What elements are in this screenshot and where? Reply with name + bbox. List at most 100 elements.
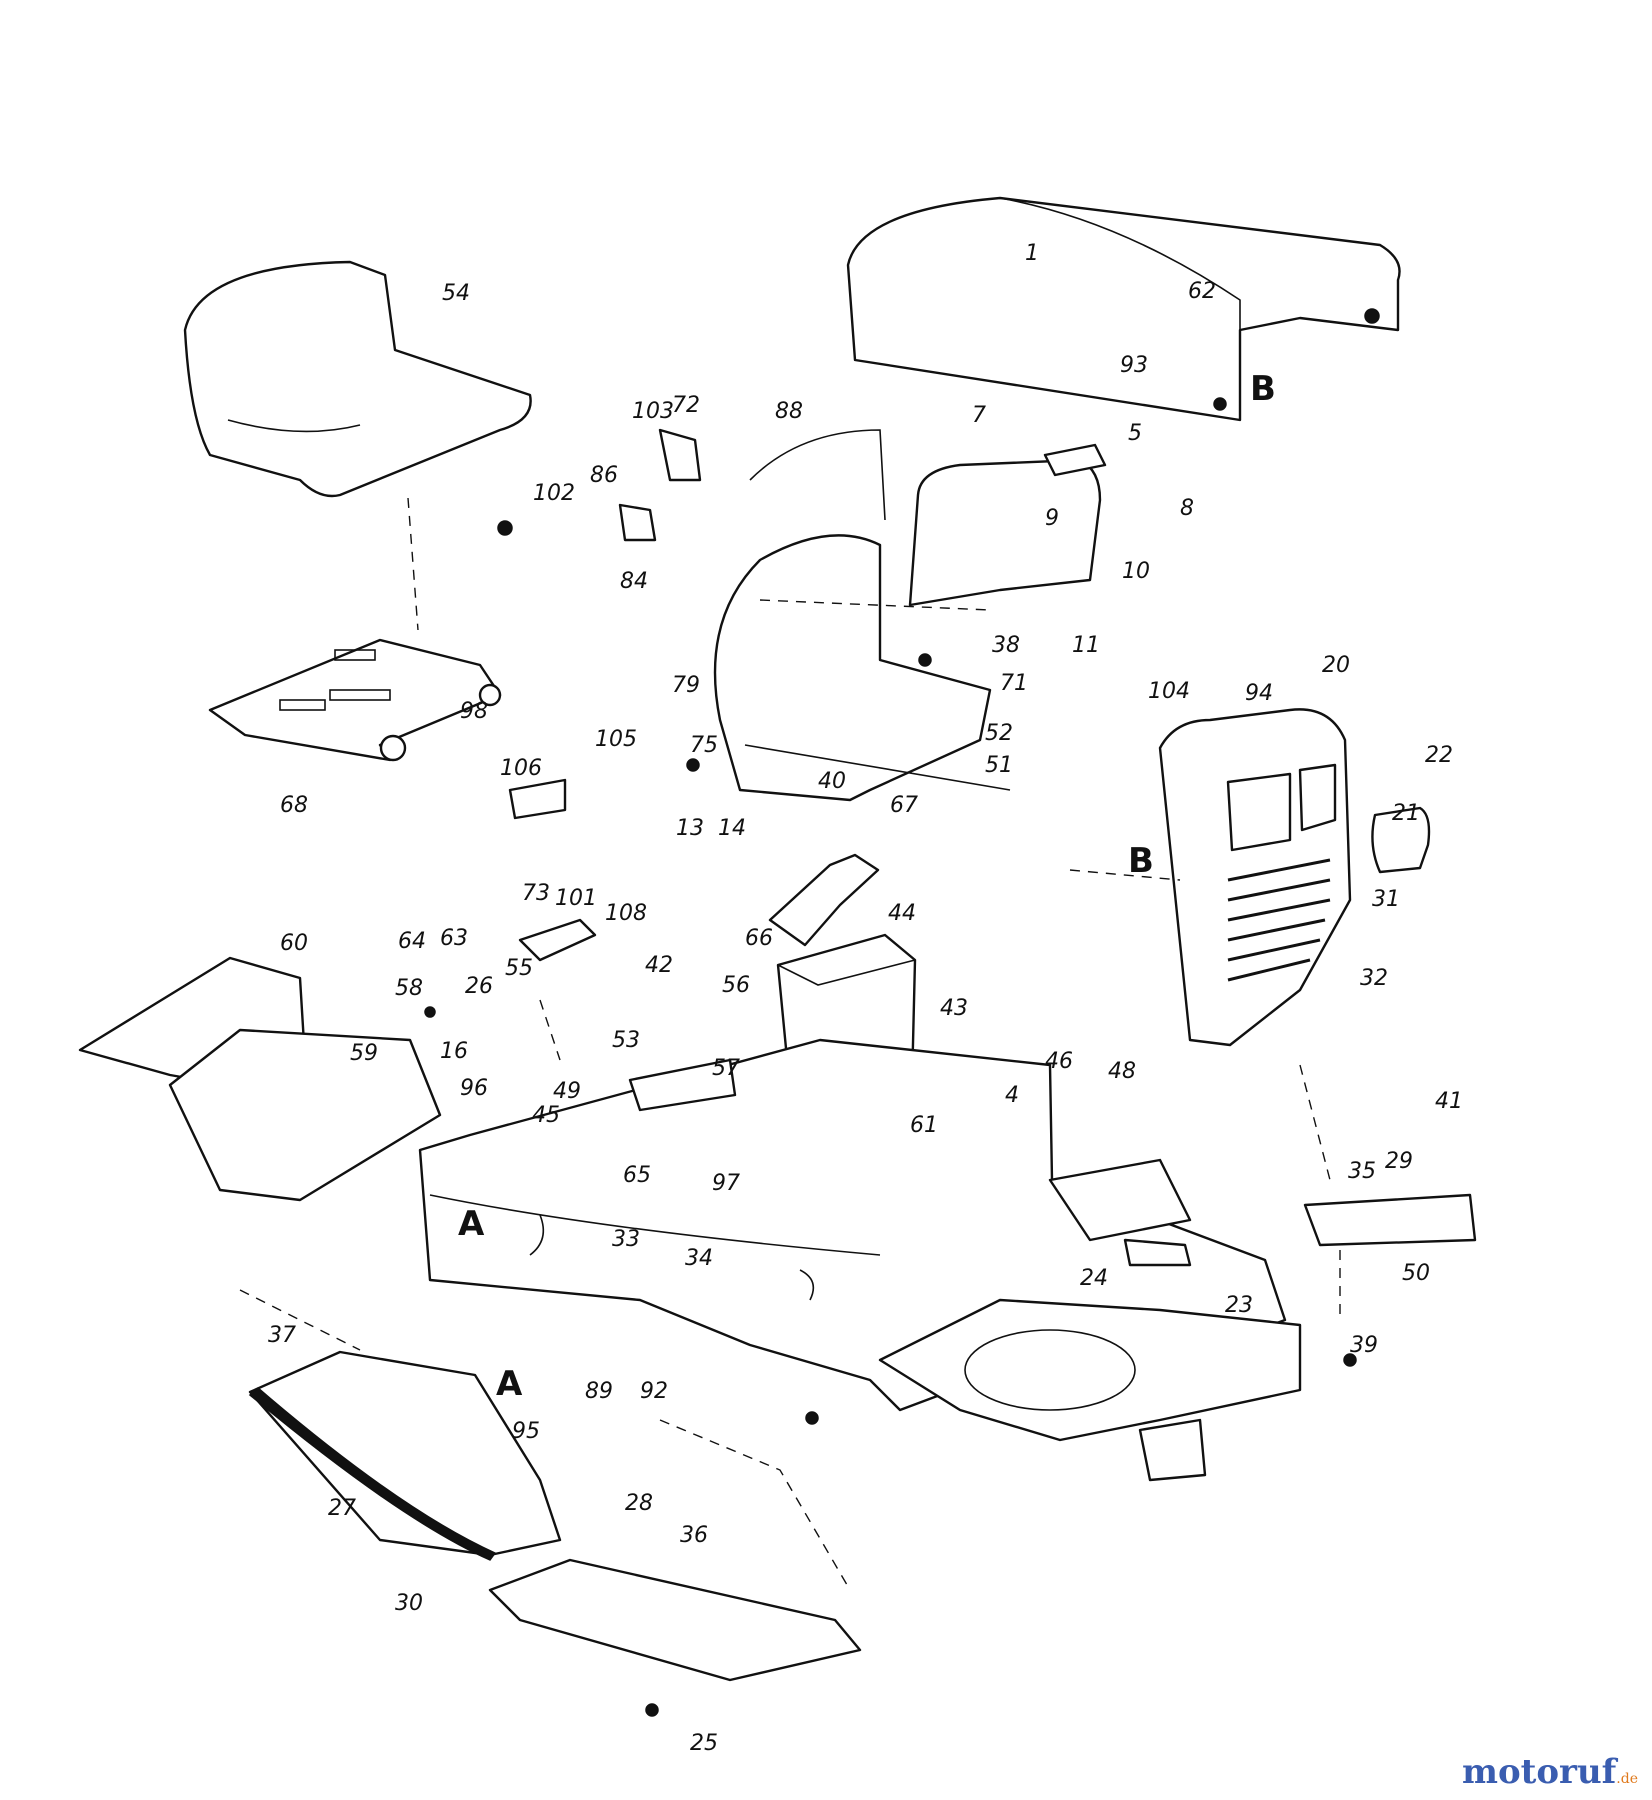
part-label: 16: [440, 1039, 468, 1064]
section-mark-a: A: [458, 1204, 485, 1244]
part-labels: 1 62 93 5 54 103 72 88 7 8 9 102 86 10 1…: [268, 241, 1463, 1756]
part-label: 59: [350, 1041, 378, 1066]
part-label: 95: [512, 1419, 540, 1444]
part-label: 65: [623, 1163, 651, 1188]
part-label: 63: [440, 926, 468, 951]
part-label: 54: [442, 281, 470, 306]
part-label: 56: [722, 973, 750, 998]
brand-name: motoruf: [1462, 1752, 1617, 1792]
part-label: 23: [1225, 1293, 1253, 1318]
part-label: 98: [460, 699, 488, 724]
dash-panel-part: [713, 429, 1011, 802]
part-label: 55: [505, 956, 533, 981]
part-label: 10: [1122, 559, 1150, 584]
section-mark-a: A: [496, 1364, 523, 1404]
part-label: 22: [1425, 743, 1453, 768]
part-label: 1: [1025, 241, 1039, 266]
part-label: 30: [395, 1591, 423, 1616]
part-label: 24: [1080, 1266, 1108, 1291]
part-label: 42: [645, 953, 673, 978]
part-label: 64: [398, 929, 426, 954]
part-label: 8: [1180, 496, 1194, 521]
rear-fender-part: [78, 956, 442, 1202]
part-label: 43: [940, 996, 968, 1021]
part-label: 96: [460, 1076, 488, 1101]
part-label: 21: [1392, 801, 1420, 826]
part-label: 33: [612, 1227, 640, 1252]
part-label: 68: [280, 793, 308, 818]
part-label: 39: [1350, 1333, 1378, 1358]
part-label: 108: [605, 901, 647, 926]
part-label: 61: [910, 1113, 938, 1138]
front-plate-part: [878, 1298, 1302, 1482]
part-label: 25: [690, 1731, 718, 1756]
part-label: 40: [818, 769, 846, 794]
step-plate-part: [488, 1193, 1477, 1682]
assembly-leader-lines: [239, 869, 1341, 1591]
fuel-tank-part: [908, 443, 1107, 607]
part-label: 73: [522, 881, 550, 906]
part-label: 28: [625, 1491, 653, 1516]
brand-suffix: .de: [1616, 1771, 1638, 1787]
part-label: 57: [712, 1056, 740, 1081]
part-label: 88: [775, 399, 803, 424]
part-label: 45: [532, 1103, 560, 1128]
part-label: 49: [553, 1079, 581, 1104]
section-mark-b: B: [1128, 841, 1154, 881]
part-label: 46: [1045, 1049, 1073, 1074]
part-label: 20: [1322, 653, 1350, 678]
part-label: 29: [1385, 1149, 1413, 1174]
part-label: 105: [595, 727, 637, 752]
part-label: 104: [1148, 679, 1190, 704]
part-label: 102: [533, 481, 575, 506]
part-label: 71: [1000, 671, 1028, 696]
grille-housing-part: [1158, 708, 1352, 1047]
footrest-part: [248, 1350, 562, 1561]
part-label: 11: [1072, 633, 1100, 658]
part-label: 97: [712, 1171, 740, 1196]
part-label: 106: [500, 756, 542, 781]
part-label: 9: [1045, 506, 1059, 531]
part-label: 7: [972, 403, 986, 428]
part-label: 75: [690, 733, 718, 758]
part-label: 27: [328, 1496, 356, 1521]
part-label: 103: [632, 399, 674, 424]
part-label: 84: [620, 569, 648, 594]
brand-watermark: motoruf.de: [1462, 1752, 1638, 1792]
part-label: 94: [1245, 681, 1273, 706]
part-label: 52: [985, 721, 1013, 746]
small-parts: [424, 428, 1357, 1717]
part-label: 101: [555, 886, 597, 911]
part-label: 93: [1120, 353, 1148, 378]
part-label: 60: [280, 931, 308, 956]
part-label: 4: [1005, 1083, 1019, 1108]
part-label: 34: [685, 1246, 713, 1271]
section-marks: A A B B: [458, 369, 1276, 1404]
part-label: 5: [1128, 421, 1142, 446]
section-mark-b: B: [1250, 369, 1276, 409]
part-label: 79: [672, 673, 700, 698]
seat-plate-part: [208, 638, 502, 762]
part-label: 37: [268, 1323, 296, 1348]
part-label: 67: [890, 793, 918, 818]
part-label: 13: [676, 816, 704, 841]
part-label: 41: [1435, 1089, 1463, 1114]
part-label: 89: [585, 1379, 613, 1404]
part-label: 44: [888, 901, 916, 926]
hood-part: [846, 196, 1401, 422]
part-label: 26: [465, 974, 493, 999]
part-label: 86: [590, 463, 618, 488]
part-label: 53: [612, 1028, 640, 1053]
seat-part: [183, 260, 532, 631]
part-label: 35: [1348, 1159, 1376, 1184]
part-label: 36: [680, 1523, 708, 1548]
part-label: 92: [640, 1379, 668, 1404]
headlight-part: [1371, 806, 1431, 874]
part-label: 50: [1402, 1261, 1430, 1286]
part-label: 38: [992, 633, 1020, 658]
part-label: 31: [1372, 887, 1400, 912]
part-label: 62: [1188, 279, 1216, 304]
part-label: 48: [1108, 1059, 1136, 1084]
part-label: 14: [718, 816, 746, 841]
